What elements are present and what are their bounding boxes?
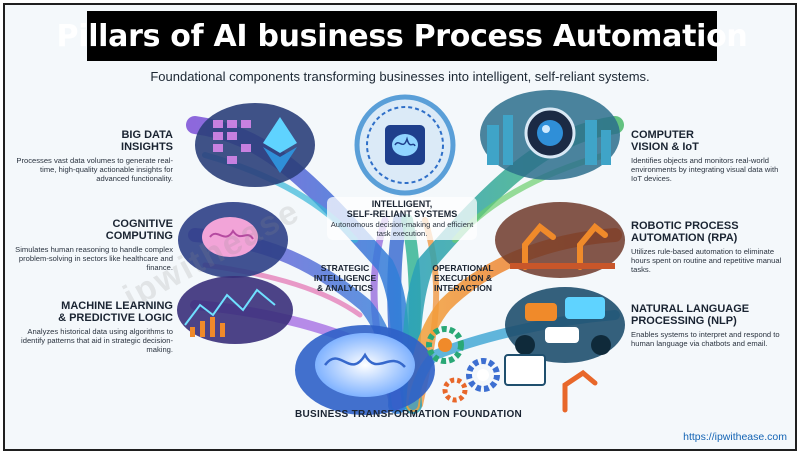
infographic-artwork (177, 90, 625, 415)
pillar-heading: MACHINE LEARNING& PREDICTIVE LOGIC (58, 300, 173, 324)
robot-arm-icon (562, 369, 598, 413)
vision-iot-panel (480, 90, 620, 180)
chat-bubble-icon (525, 297, 605, 343)
infographic-frame: ipwithease Pillars of AI business Proces… (3, 3, 797, 451)
cognitive-panel (178, 202, 288, 278)
gear-icon (426, 326, 500, 403)
brain-chip-icon (354, 94, 456, 196)
page-subtitle: Foundational components transforming bus… (150, 69, 650, 84)
pillar-description: Identifies objects and monitors real-wor… (631, 156, 779, 183)
center-description: Autonomous decision-making and efficient… (330, 220, 474, 238)
pillar-description: Enables systems to interpret and respond… (631, 330, 780, 348)
pillar-ml: MACHINE LEARNING& PREDICTIVE LOGIC Analy… (13, 300, 173, 354)
foundation-label: BUSINESS TRANSFORMATION FOUNDATION (295, 409, 523, 420)
site-url-link[interactable]: https://ipwithease.com (683, 431, 787, 443)
city-skyline-icon (487, 115, 611, 165)
big-data-panel (195, 103, 315, 187)
brain-icon (202, 217, 258, 257)
dashboard-screen (504, 354, 546, 386)
center-intelligent-systems: INTELLIGENT,SELF-RELIANT SYSTEMS Autonom… (327, 197, 477, 240)
pillar-description: Processes vast data volumes to generate … (16, 156, 173, 183)
title-bar: Pillars of AI business Process Automatio… (57, 11, 748, 61)
page-title: Pillars of AI business Process Automatio… (56, 18, 748, 54)
nlp-panel (505, 287, 625, 363)
pillar-description: Utilizes rule-based automation to elimin… (631, 247, 782, 274)
central-brain-panel (295, 325, 435, 415)
center-heading: INTELLIGENT,SELF-RELIANT SYSTEMS (346, 199, 458, 219)
robot-arm-icon (522, 222, 608, 270)
camera-lens-icon (524, 107, 576, 159)
rpa-panel (495, 202, 625, 278)
pillar-description: Simulates human reasoning to handle comp… (15, 245, 173, 272)
ml-panel (177, 276, 293, 344)
pillar-description: Analyzes historical data using algorithm… (21, 327, 173, 354)
ethereum-diamond-icon (263, 117, 297, 173)
